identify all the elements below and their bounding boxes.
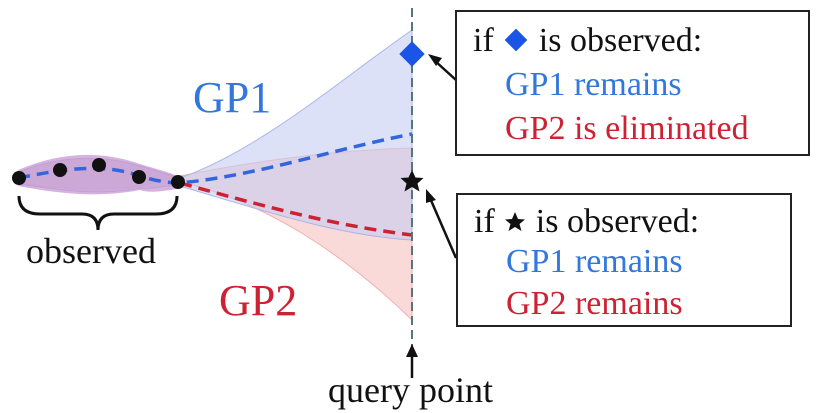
blue-diamond-icon <box>502 26 530 61</box>
observed-point <box>171 175 185 189</box>
callout-box-diamond: if is observed: GP1 remains GP2 is elimi… <box>455 10 810 156</box>
gp1-uncertainty-band <box>17 29 413 241</box>
callout-header: if is observed: <box>474 205 699 241</box>
arrow-to-diamond <box>428 54 457 81</box>
observed-point <box>12 171 26 185</box>
gp2-mean-line <box>179 181 413 237</box>
callout-gp1-status: GP1 remains <box>505 66 682 103</box>
arrow-to-query-point <box>406 344 418 378</box>
callout-gp1-status: GP1 remains <box>506 243 683 280</box>
observed-point <box>53 163 67 177</box>
observed-brace <box>17 195 179 231</box>
observed-point <box>132 170 146 184</box>
blue-diamond-marker <box>399 41 425 67</box>
black-star-icon <box>503 207 527 241</box>
callout-suffix: is observed: <box>535 203 700 240</box>
callout-suffix: is observed: <box>538 22 703 59</box>
callout-gp2-status: GP2 remains <box>506 285 683 322</box>
callout-header: if is observed: <box>473 24 702 61</box>
callout-gp2-status: GP2 is eliminated <box>505 110 749 147</box>
callout-prefix: if <box>473 22 494 59</box>
observed-point <box>92 158 106 172</box>
callout-box-star: if is observed: GP1 remains GP2 remains <box>456 193 792 327</box>
query-point-label: query point <box>328 370 493 410</box>
arrow-to-star <box>426 189 458 259</box>
callout-prefix: if <box>474 203 495 240</box>
gp1-label: GP1 <box>193 73 272 122</box>
black-star-marker <box>400 170 424 192</box>
gp2-label: GP2 <box>219 276 298 325</box>
observed-label: observed <box>26 231 156 271</box>
